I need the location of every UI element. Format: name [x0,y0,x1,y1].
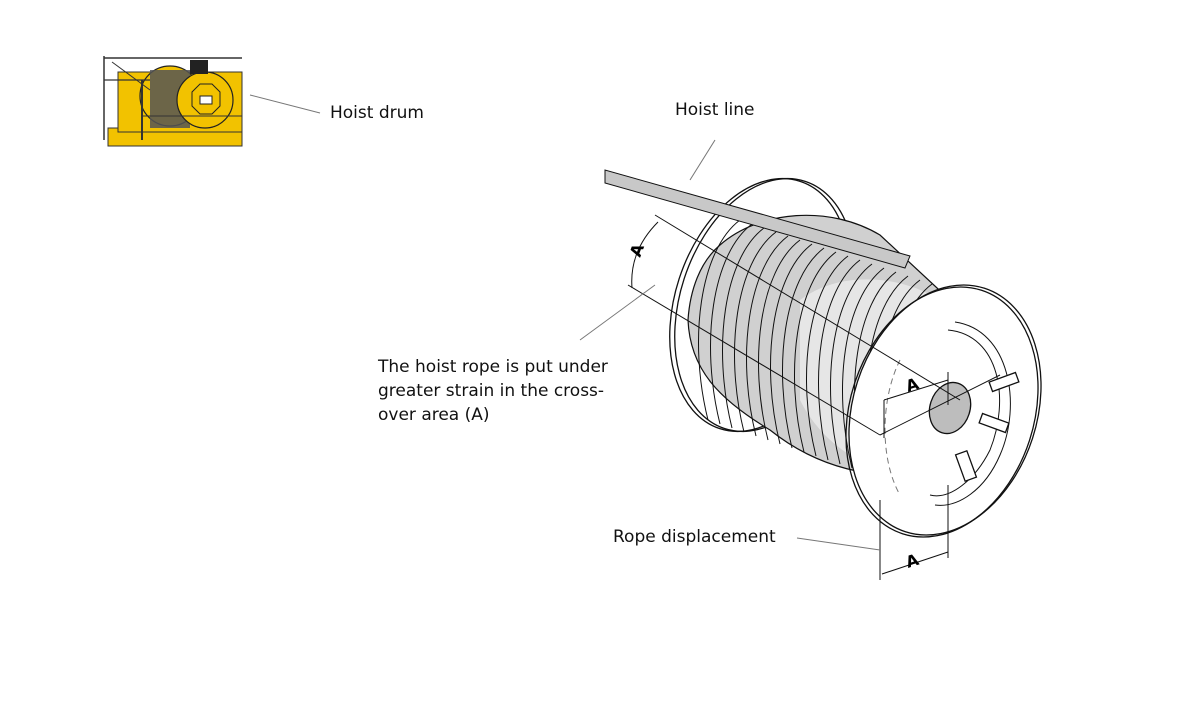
rope-displacement-label: Rope displacement [613,527,776,547]
hoist-line-leader [689,139,716,181]
rope-winding [746,235,789,437]
hoist-drum-label: Hoist drum [330,103,424,123]
strain-note-line-1: The hoist rope is put under [378,357,608,377]
strain-leader [579,284,656,341]
rope-winding [818,259,861,461]
rope-winding [710,223,753,425]
dimension-lines [627,214,1001,580]
rope-winding [734,231,777,433]
rope-winding [722,227,765,429]
rope-winding [806,255,849,457]
strain-note-line-2: greater strain in the cross- [378,381,605,401]
dimension-a-bottom: A [903,550,921,572]
hoist-drum-thumbnail [103,56,243,147]
rope-winding [698,219,741,421]
rope-winding [782,247,825,449]
displacement-leader [796,537,881,551]
rope-winding [770,243,813,445]
hoist-drum-leader [249,94,321,114]
rope-winding [830,263,873,465]
front-flange [845,284,1042,538]
hoist-line-label: Hoist line [675,100,755,120]
dimension-a-top: A [626,241,648,260]
hoist-line-rope [604,169,911,269]
rope-winding [758,239,801,441]
rope-winding [794,251,837,453]
strain-note-line-3: over area (A) [378,405,490,425]
strain-note: The hoist rope is put under greater stra… [378,355,608,427]
